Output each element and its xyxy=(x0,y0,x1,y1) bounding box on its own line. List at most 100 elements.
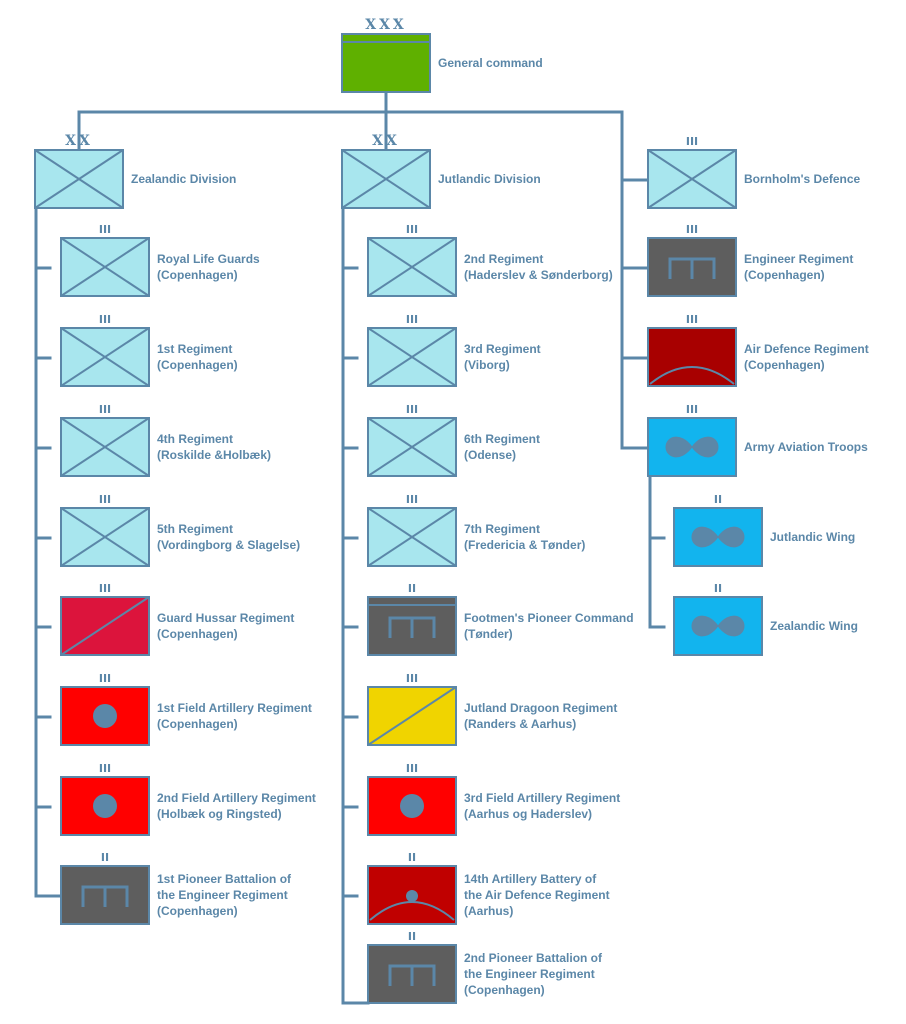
infantry-symbol-icon xyxy=(367,417,457,477)
unit-label: (Copenhagen) xyxy=(157,904,238,918)
echelon-marker: XXX xyxy=(365,17,407,33)
unit-label: (Copenhagen) xyxy=(157,268,238,282)
unit-label: (Copenhagen) xyxy=(157,627,238,641)
aviation-symbol-icon xyxy=(647,417,737,477)
unit-label: (Aarhus) xyxy=(464,904,513,918)
artillery-symbol-icon xyxy=(367,776,457,836)
aviation-symbol-icon xyxy=(673,507,763,567)
infantry-symbol-icon xyxy=(60,237,150,297)
unit-label: (Copenhagen) xyxy=(157,717,238,731)
unit-label: (Copenhagen) xyxy=(744,268,825,282)
unit-label: Footmen's Pioneer Command xyxy=(464,611,634,625)
unit-jutland-dragoon-regiment: III Jutland Dragoon Regiment (Randers & Aa… xyxy=(367,672,617,746)
infantry-symbol-icon xyxy=(60,417,150,477)
unit-label: Jutland Dragoon Regiment xyxy=(464,701,617,715)
echelon-marker: XX xyxy=(65,133,93,149)
unit-general-command: XXX General command xyxy=(341,17,543,93)
artillery-symbol-icon xyxy=(60,686,150,746)
unit-label: (Copenhagen) xyxy=(744,358,825,372)
echelon-marker: II xyxy=(408,930,416,943)
echelon-marker: III xyxy=(686,135,698,148)
infantry-symbol-icon xyxy=(60,507,150,567)
echelon-marker: III xyxy=(99,582,111,595)
unit-label: Army Aviation Troops xyxy=(744,440,868,454)
echelon-marker: II xyxy=(101,851,109,864)
unit-label: Royal Life Guards xyxy=(157,252,260,266)
guard-hussar-symbol-icon xyxy=(60,596,150,656)
unit-label: the Engineer Regiment xyxy=(464,967,595,981)
echelon-marker: III xyxy=(686,403,698,416)
air-defence-symbol-icon xyxy=(647,327,737,387)
unit-label: (Tønder) xyxy=(464,627,513,641)
unit-label: the Air Defence Regiment xyxy=(464,888,610,902)
unit-label: (Copenhagen) xyxy=(464,983,545,997)
echelon-marker: III xyxy=(406,313,418,326)
unit-label: Bornholm's Defence xyxy=(744,172,861,186)
infantry-symbol-icon xyxy=(367,507,457,567)
unit-label: 3rd Field Artillery Regiment xyxy=(464,791,620,805)
unit-label: Zealandic Wing xyxy=(770,619,858,633)
unit-label: Engineer Regiment xyxy=(744,252,853,266)
unit-2nd-pioneer-battalion: II 2nd Pioneer Battalion of the Engineer R… xyxy=(367,930,603,1004)
unit-label: Guard Hussar Regiment xyxy=(157,611,294,625)
engineer-band-symbol-icon xyxy=(367,596,457,656)
unit-label: 4th Regiment xyxy=(157,432,233,446)
echelon-marker: III xyxy=(686,223,698,236)
echelon-marker: III xyxy=(406,672,418,685)
unit-army-aviation-troops: III Army Aviation Troops xyxy=(647,403,868,477)
infantry-symbol-icon xyxy=(341,149,431,209)
air-defence-battery-symbol-icon xyxy=(367,865,457,925)
unit-label: the Engineer Regiment xyxy=(157,888,288,902)
infantry-symbol-icon xyxy=(60,327,150,387)
infantry-symbol-icon xyxy=(647,149,737,209)
unit-label: 2nd Field Artillery Regiment xyxy=(157,791,316,805)
echelon-marker: III xyxy=(406,762,418,775)
unit-label: Jutlandic Division xyxy=(438,172,541,186)
unit-label: General command xyxy=(438,56,543,70)
unit-label: 1st Pioneer Battalion of xyxy=(157,872,292,886)
command-symbol-icon xyxy=(341,33,431,93)
unit-label: Air Defence Regiment xyxy=(744,342,869,356)
infantry-symbol-icon xyxy=(34,149,124,209)
unit-label: (Roskilde &Holbæk) xyxy=(157,448,271,462)
echelon-marker: II xyxy=(714,582,722,595)
unit-label: 14th Artillery Battery of xyxy=(464,872,597,886)
infantry-symbol-icon xyxy=(367,327,457,387)
unit-jutlandic-division: XX Jutlandic Division xyxy=(341,133,541,209)
echelon-marker: XX xyxy=(372,133,400,149)
unit-air-defence-regiment: III Air Defence Regiment (Copenhagen) xyxy=(647,313,869,387)
unit-label: (Holbæk og Ringsted) xyxy=(157,807,282,821)
unit-zealandic-wing: II Zealandic Wing xyxy=(673,582,858,656)
dragoon-symbol-icon xyxy=(367,686,457,746)
echelon-marker: III xyxy=(406,493,418,506)
echelon-marker: III xyxy=(406,403,418,416)
engineer-symbol-icon xyxy=(647,237,737,297)
unit-label: 2nd Pioneer Battalion of xyxy=(464,951,603,965)
unit-label: 2nd Regiment xyxy=(464,252,543,266)
echelon-marker: III xyxy=(99,672,111,685)
unit-label: (Fredericia & Tønder) xyxy=(464,538,585,552)
unit-label: (Randers & Aarhus) xyxy=(464,717,576,731)
unit-label: 1st Regiment xyxy=(157,342,232,356)
unit-label: (Odense) xyxy=(464,448,516,462)
unit-engineer-regiment: III Engineer Regiment (Copenhagen) xyxy=(647,223,853,297)
unit-label: (Vordingborg & Slagelse) xyxy=(157,538,300,552)
echelon-marker: III xyxy=(686,313,698,326)
echelon-marker: II xyxy=(714,493,722,506)
echelon-marker: III xyxy=(406,223,418,236)
unit-label: 3rd Regiment xyxy=(464,342,541,356)
unit-label: (Copenhagen) xyxy=(157,358,238,372)
